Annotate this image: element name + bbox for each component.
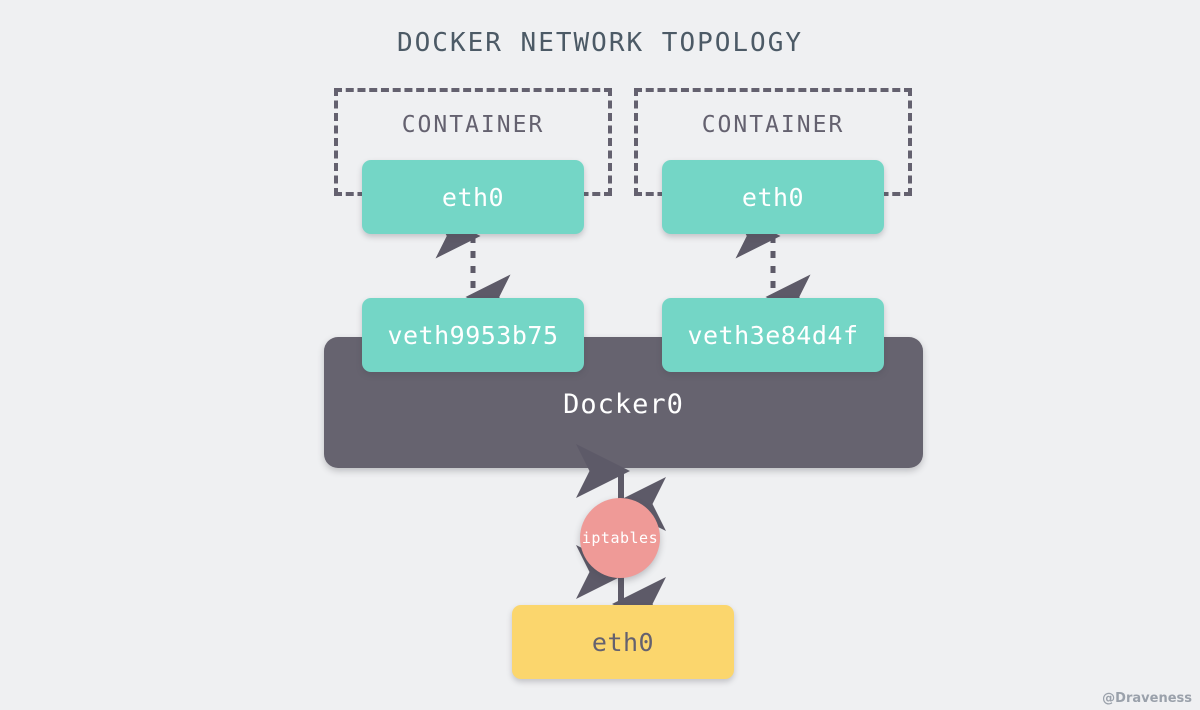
iptables-label: iptables: [581, 529, 659, 547]
host-eth0-node[interactable]: eth0: [512, 605, 734, 679]
veth-node-2[interactable]: veth3e84d4f: [662, 298, 884, 372]
container-1-eth0-node[interactable]: eth0: [362, 160, 584, 234]
docker0-label: Docker0: [563, 389, 684, 420]
iptables-node[interactable]: iptables: [580, 498, 660, 578]
container-label-2: CONTAINER: [701, 112, 845, 138]
page-title: DOCKER NETWORK TOPOLOGY: [396, 28, 804, 58]
host-eth0-label: eth0: [591, 627, 655, 657]
container-2-eth0-node[interactable]: eth0: [662, 160, 884, 234]
veth-label-1: veth9953b75: [387, 320, 559, 350]
veth-node-1[interactable]: veth9953b75: [362, 298, 584, 372]
container-2-eth0-label: eth0: [741, 182, 805, 212]
container-1-eth0-label: eth0: [441, 182, 505, 212]
watermark: @Draveness: [1102, 691, 1192, 706]
veth-label-2: veth3e84d4f: [687, 320, 859, 350]
container-label-1: CONTAINER: [401, 112, 545, 138]
